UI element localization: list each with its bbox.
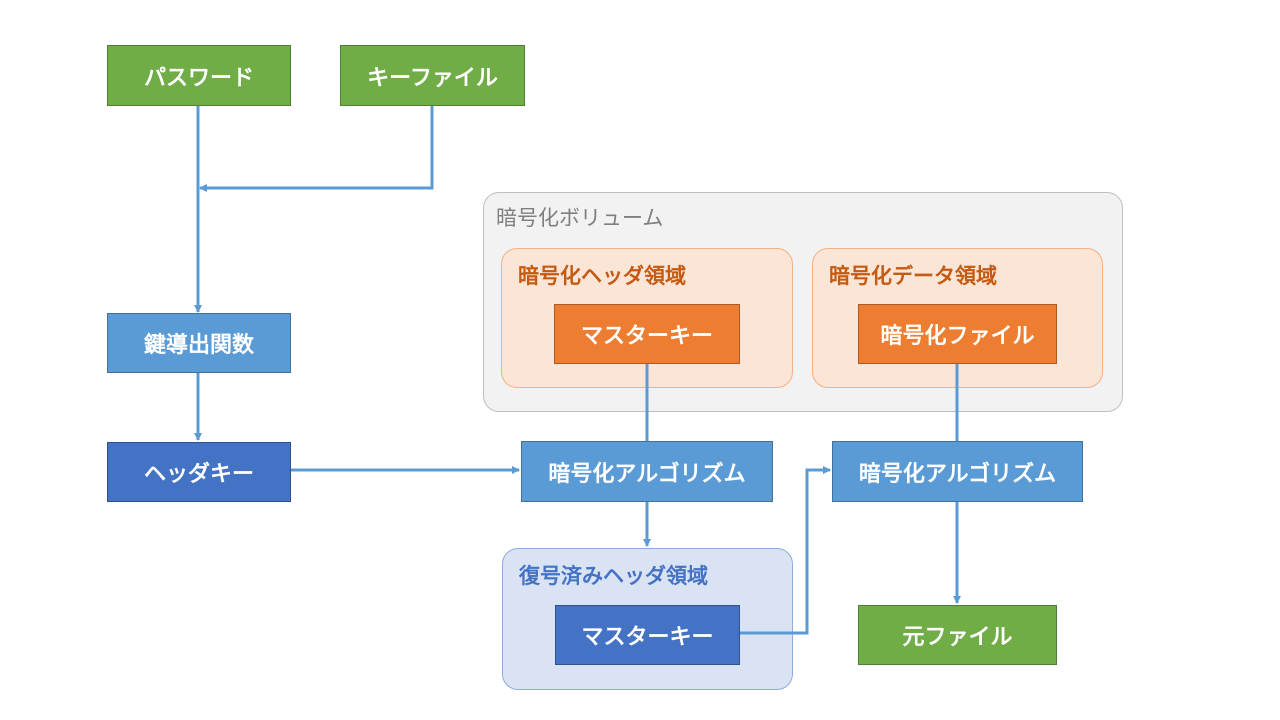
decrypted-master-key-box: マスターキー xyxy=(555,605,740,665)
original-file-box: 元ファイル xyxy=(858,605,1057,665)
header-key-box: ヘッダキー xyxy=(107,442,291,502)
key-derivation-function-box: 鍵導出関数 xyxy=(107,313,291,373)
decrypted-key-to-right-algorithm-connector xyxy=(740,466,831,635)
decrypted-header-area-label: 復号済みヘッダ領域 xyxy=(519,564,708,588)
encryption-algorithm-right-box: 暗号化アルゴリズム xyxy=(832,441,1083,502)
encrypted-master-key-box: マスターキー xyxy=(554,304,740,364)
encrypted-header-area-label: 暗号化ヘッダ領域 xyxy=(518,264,686,288)
keyfile-to-merge-connector xyxy=(199,106,434,192)
encrypted-file-box: 暗号化ファイル xyxy=(858,304,1057,364)
password-box: パスワード xyxy=(107,45,291,106)
encrypted-data-area-label: 暗号化データ領域 xyxy=(829,264,997,288)
encryption-algorithm-left-box: 暗号化アルゴリズム xyxy=(521,441,773,502)
keyfile-box: キーファイル xyxy=(340,45,525,106)
encrypted-volume-label: 暗号化ボリューム xyxy=(496,206,664,230)
